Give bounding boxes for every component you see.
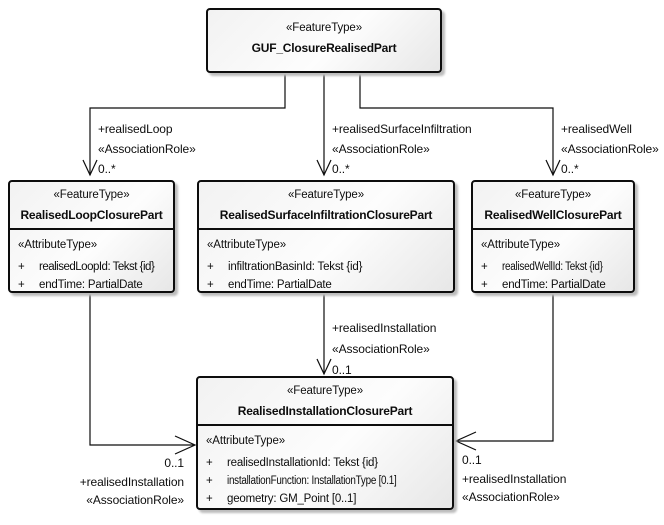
class-realised-loop-closure-part[interactable]: «FeatureType» RealisedLoopClosurePart «A…	[8, 180, 175, 293]
visibility-marker: +	[18, 279, 25, 291]
attribute-text: endTime: PartialDate	[228, 279, 332, 291]
attribute-row: + installationFunction: InstallationType…	[206, 472, 450, 490]
connector-realised-well	[359, 74, 561, 177]
attribute-compartment: «AttributeType» + realisedWellId: Tekst …	[473, 230, 633, 298]
attribute-text: geometry: GM_Point [0..1]	[227, 493, 357, 505]
attribute-row: + realisedLoopId: Tekst {id}	[18, 258, 171, 276]
multiplicity: 0..1	[164, 456, 184, 470]
attribute-text: installationFunction: InstallationType […	[227, 475, 397, 487]
visibility-marker: +	[481, 279, 488, 291]
connector-realised-installation-from-loop	[89, 294, 197, 455]
class-name: RealisedInstallationClosurePart	[237, 404, 413, 418]
visibility-marker: +	[207, 261, 214, 273]
open-arrowhead-right-icon	[174, 435, 197, 455]
role-name: +realisedLoop	[98, 122, 173, 136]
role-name: +realisedWell	[561, 122, 632, 136]
attribute-text: endTime: PartialDate	[39, 279, 143, 291]
class-name: RealisedWellClosurePart	[484, 208, 622, 222]
attribute-compartment: «AttributeType» + realisedLoopId: Tekst …	[10, 230, 173, 298]
class-header: «FeatureType» RealisedSurfaceInfiltratio…	[199, 182, 453, 230]
class-realised-surface-infiltration-closure-part[interactable]: «FeatureType» RealisedSurfaceInfiltratio…	[197, 180, 455, 293]
open-arrowhead-left-icon	[454, 431, 477, 451]
class-stereotype: «FeatureType»	[514, 189, 592, 201]
attribute-compartment: «AttributeType» + realisedInstallationId…	[198, 426, 452, 512]
association-label-realised-well: +realisedWell «AssociationRole» 0..*	[561, 119, 659, 179]
connector-realised-loop	[82, 74, 286, 177]
association-label-realised-loop: +realisedLoop «AssociationRole» 0..*	[98, 119, 196, 179]
role-name: +realisedInstallation	[79, 474, 184, 489]
class-stereotype: «FeatureType»	[287, 189, 365, 201]
class-stereotype: «FeatureType»	[286, 385, 364, 397]
class-realised-well-closure-part[interactable]: «FeatureType» RealisedWellClosurePart «A…	[471, 180, 635, 293]
association-label-realised-installation-left: 0..1 +realisedInstallation «AssociationR…	[80, 454, 184, 510]
class-header: «FeatureType» GUF_ClosureRealisedPart	[208, 10, 440, 61]
open-arrowhead-down-icon	[316, 159, 332, 177]
class-stereotype: «FeatureType»	[53, 189, 130, 201]
attribute-text: realisedWellId: Tekst {id}	[502, 261, 603, 273]
attribute-text: endTime: PartialDate	[502, 279, 606, 291]
multiplicity: 0..1	[332, 363, 352, 377]
visibility-marker: +	[207, 279, 214, 291]
connector-realised-installation-from-surface	[316, 294, 332, 376]
class-name: RealisedLoopClosurePart	[20, 208, 163, 222]
open-arrowhead-down-icon	[316, 358, 332, 376]
attribute-row: + endTime: PartialDate	[18, 276, 171, 294]
role-stereotype: «AssociationRole»	[86, 493, 184, 507]
class-header: «FeatureType» RealisedLoopClosurePart	[10, 182, 173, 230]
attribute-text: infiltrationBasinId: Tekst {id}	[228, 261, 363, 273]
class-realised-installation-closure-part[interactable]: «FeatureType» RealisedInstallationClosur…	[196, 376, 454, 510]
role-stereotype: «AssociationRole»	[561, 142, 659, 156]
open-arrowhead-down-icon	[545, 159, 561, 177]
class-header: «FeatureType» RealisedWellClosurePart	[473, 182, 633, 230]
attribute-text: realisedLoopId: Tekst {id}	[39, 261, 155, 273]
class-name: GUF_ClosureRealisedPart	[251, 41, 397, 55]
attribute-text: realisedInstallationId: Tekst {id}	[227, 457, 378, 469]
multiplicity: 0..*	[561, 162, 579, 176]
association-label-realised-installation-mid: +realisedInstallation «AssociationRole» …	[332, 318, 436, 381]
class-guf-closure-realised-part[interactable]: «FeatureType» GUF_ClosureRealisedPart	[206, 8, 442, 73]
multiplicity: 0..*	[98, 162, 116, 176]
class-name: RealisedSurfaceInfiltrationClosurePart	[219, 208, 433, 222]
role-stereotype: «AssociationRole»	[462, 490, 560, 504]
visibility-marker: +	[481, 261, 488, 273]
role-name: +realisedInstallation	[332, 321, 437, 335]
attribute-row: + endTime: PartialDate	[481, 276, 631, 294]
attribute-stereotype: «AttributeType»	[481, 239, 561, 251]
attribute-row: + realisedInstallationId: Tekst {id}	[206, 454, 450, 472]
role-stereotype: «AssociationRole»	[332, 142, 430, 156]
connector-realised-surface-infiltration	[316, 74, 332, 177]
class-header: «FeatureType» RealisedInstallationClosur…	[198, 378, 452, 426]
multiplicity: 0..*	[332, 162, 350, 176]
visibility-marker: +	[206, 475, 213, 487]
attribute-row: + realisedWellId: Tekst {id}	[481, 258, 631, 276]
attribute-row: + endTime: PartialDate	[207, 276, 451, 294]
multiplicity: 0..1	[462, 453, 482, 467]
attribute-compartment: «AttributeType» + infiltrationBasinId: T…	[199, 230, 453, 298]
attribute-stereotype: «AttributeType»	[206, 435, 286, 447]
association-label-realised-installation-right: 0..1 +realisedInstallation «AssociationR…	[462, 451, 566, 507]
visibility-marker: +	[206, 457, 213, 469]
role-name: +realisedSurfaceInfiltration	[332, 122, 472, 136]
visibility-marker: +	[18, 261, 25, 273]
role-name: +realisedInstallation	[462, 471, 567, 486]
class-stereotype: «FeatureType»	[285, 22, 363, 34]
attribute-stereotype: «AttributeType»	[18, 239, 98, 251]
role-stereotype: «AssociationRole»	[332, 342, 430, 356]
open-arrowhead-down-icon	[82, 159, 98, 177]
association-label-realised-surface-infiltration: +realisedSurfaceInfiltration «Associatio…	[332, 119, 472, 179]
connector-realised-installation-from-well	[454, 294, 554, 451]
attribute-stereotype: «AttributeType»	[207, 239, 287, 251]
role-stereotype: «AssociationRole»	[98, 142, 196, 156]
visibility-marker: +	[206, 493, 213, 505]
attribute-row: + infiltrationBasinId: Tekst {id}	[207, 258, 451, 276]
attribute-row: + geometry: GM_Point [0..1]	[206, 490, 450, 508]
